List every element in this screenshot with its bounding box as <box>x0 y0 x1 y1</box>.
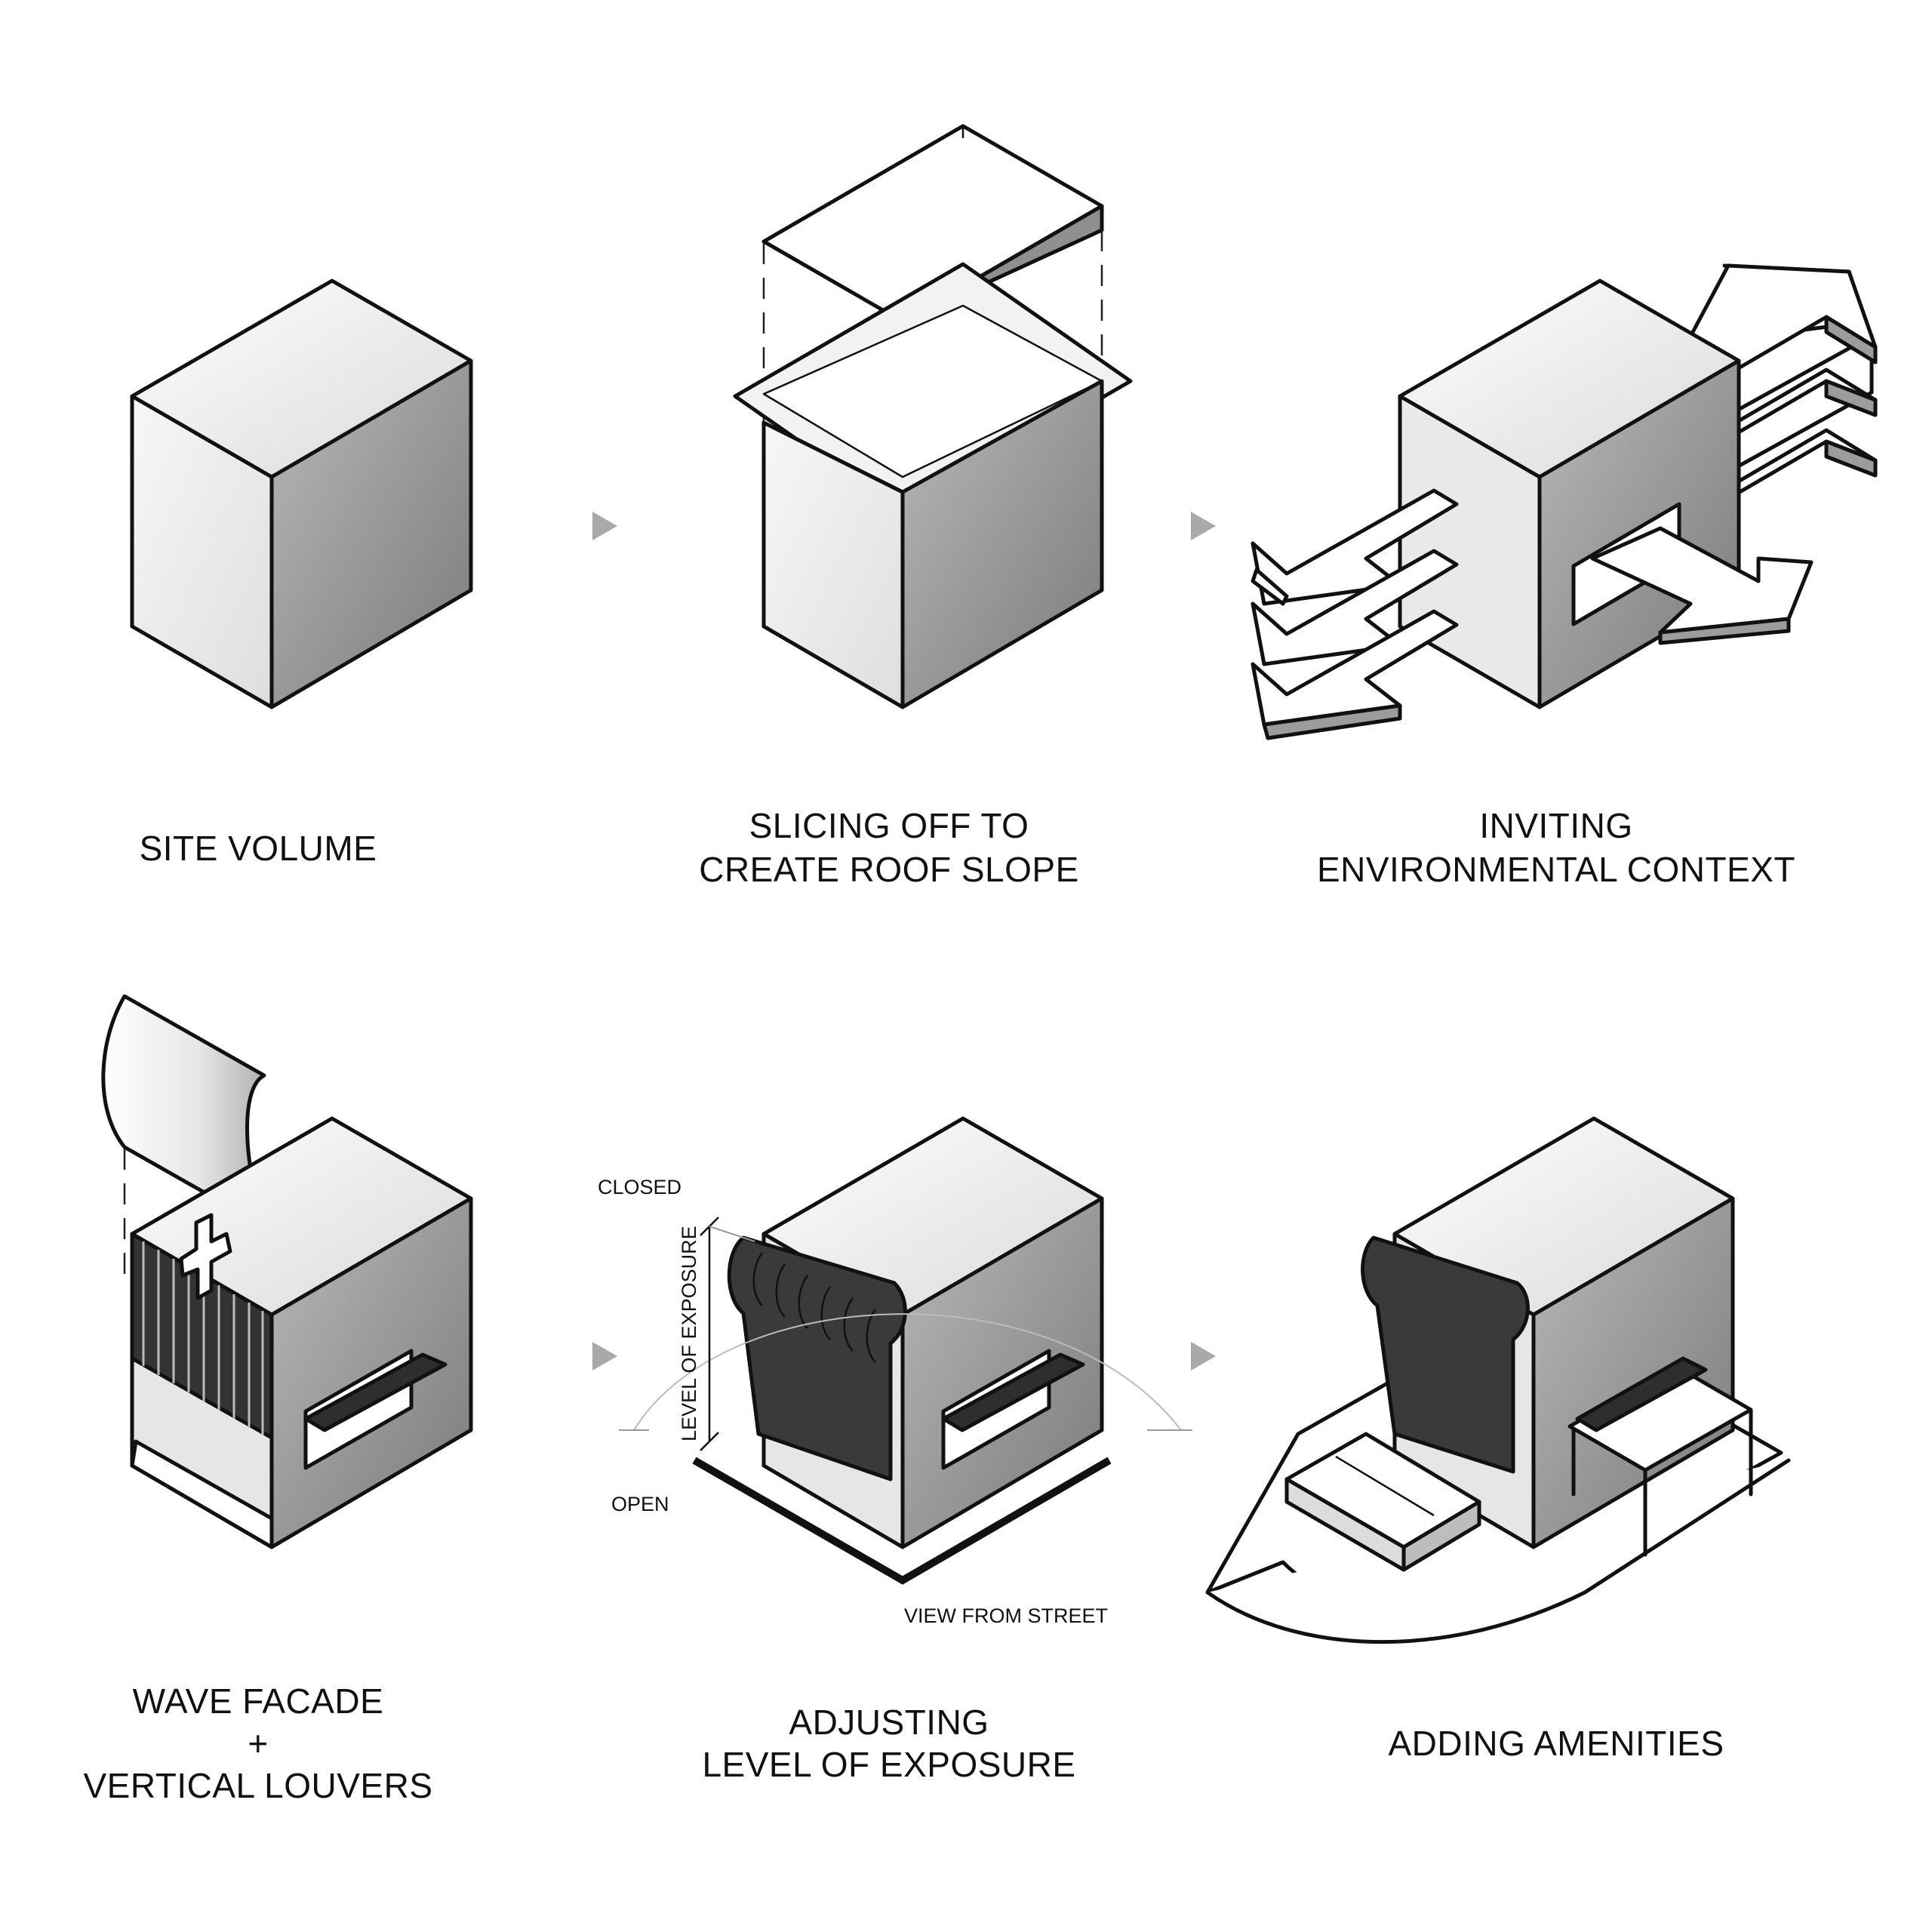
caption-wave-facade-line2: + <box>248 1724 268 1763</box>
caption-site-volume: SITE VOLUME <box>140 829 377 868</box>
open-frame-volume <box>1398 278 1741 709</box>
label-view-from-street: VIEW FROM STREET <box>904 1604 1108 1627</box>
wind-arrow-front-right <box>1590 526 1814 645</box>
exposure-dimension <box>700 1217 755 1451</box>
wind-arrow-front-left <box>1251 488 1459 740</box>
bench-table <box>1567 1356 1753 1557</box>
step-wave-facade <box>101 994 473 1549</box>
step-site-volume <box>130 278 473 709</box>
label-closed: CLOSED <box>598 1176 681 1198</box>
caption-environment-line2: ENVIRONMENTAL CONTEXT <box>1317 850 1795 889</box>
caption-roof-slope-line2: CREATE ROOF SLOPE <box>699 850 1079 889</box>
louvered-volume <box>130 1116 473 1549</box>
label-open: OPEN <box>611 1493 669 1515</box>
sunken-planter <box>1284 1432 1481 1572</box>
caption-exposure-line1: ADJUSTING <box>789 1703 989 1742</box>
step-arrow-icon <box>592 1342 617 1371</box>
caption-environment-line1: INVITING <box>1479 806 1632 845</box>
caption-amenities: ADDING AMENITIES <box>1388 1724 1724 1763</box>
wave-louvers-partially-open <box>727 1235 907 1481</box>
step-arrow-icon <box>1191 512 1216 540</box>
label-level-of-exposure: LEVEL OF EXPOSURE <box>678 1226 700 1441</box>
step-arrow-icon <box>1191 1342 1216 1371</box>
vertical-louvers <box>142 1241 264 1435</box>
step-arrow-icon <box>592 512 617 540</box>
sloped-roof-volume <box>761 379 1104 709</box>
street-edge-line <box>692 1457 1112 1585</box>
step-environment <box>1251 263 1878 740</box>
caption-exposure-line2: LEVEL OF EXPOSURE <box>702 1745 1075 1784</box>
caption-wave-facade-line3: VERTICAL LOUVERS <box>83 1766 432 1805</box>
site-volume-box <box>130 278 473 709</box>
caption-roof-slope-line1: SLICING OFF TO <box>749 806 1029 845</box>
street-view-arc <box>619 1313 1192 1431</box>
step-exposure: CLOSED OPEN LEVEL OF EXPOSURE VIEW FROM … <box>598 1116 1192 1627</box>
amenity-volume <box>1361 1116 1735 1549</box>
caption-wave-facade-line1: WAVE FACADE <box>133 1681 384 1721</box>
plus-symbol-icon <box>179 1213 232 1300</box>
step-amenities <box>1205 1116 1791 1644</box>
step-roof-slope <box>733 124 1133 709</box>
